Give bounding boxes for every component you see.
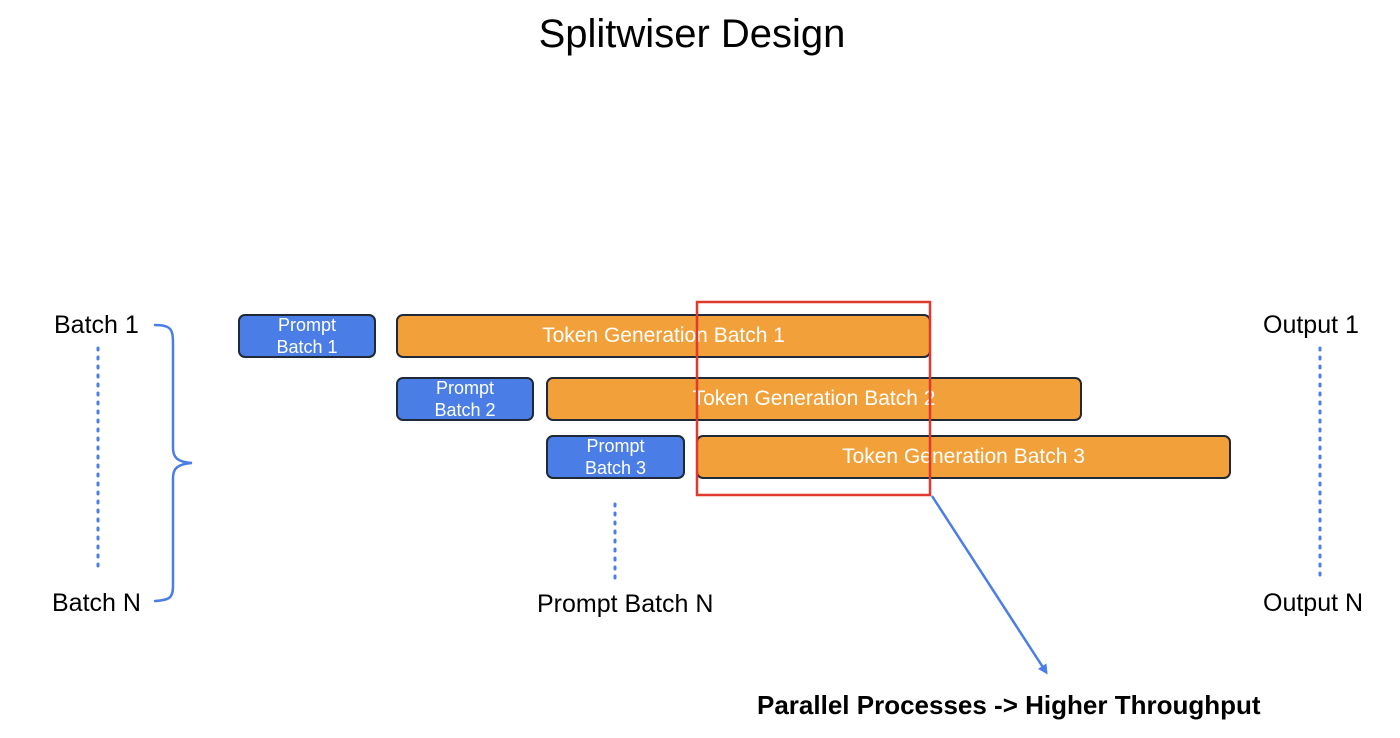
prompt-batch-1-line1: Prompt	[277, 315, 337, 335]
token-generation-batch-3-label: Token Generation Batch 3	[842, 445, 1085, 468]
label-output-1: Output 1	[1263, 311, 1359, 339]
token-generation-batch-1-label: Token Generation Batch 1	[542, 324, 785, 347]
label-output-n: Output N	[1263, 589, 1364, 617]
token-generation-batch-2-label: Token Generation Batch 2	[692, 387, 936, 410]
token-generation-batch-1-box: Token Generation Batch 1	[396, 314, 931, 358]
diagram-title: Splitwiser Design	[538, 12, 846, 56]
prompt-batch-2-box: Prompt Batch 2	[396, 377, 534, 421]
label-batch-1: Batch 1	[54, 311, 139, 339]
token-generation-batch-2-box: Token Generation Batch 2	[546, 377, 1082, 421]
prompt-batch-3-box: Prompt Batch 3	[546, 435, 685, 479]
batch-brace	[153, 323, 193, 603]
prompt-batch-1-line2: Batch 1	[276, 337, 338, 357]
label-batch-n: Batch N	[52, 589, 141, 617]
prompt-batch-2-line1: Prompt	[435, 378, 495, 398]
label-prompt-batch-n: Prompt Batch N	[537, 590, 714, 618]
prompt-batch-2-line2: Batch 2	[434, 400, 496, 420]
token-generation-batch-3-box: Token Generation Batch 3	[696, 435, 1231, 479]
callout-text: Parallel Processes -> Higher Throughput	[757, 690, 1261, 720]
prompt-batch-3-line2: Batch 3	[584, 458, 647, 478]
callout-arrow	[930, 495, 1048, 675]
prompt-batch-3-line1: Prompt	[586, 436, 645, 456]
prompt-batch-1-box: Prompt Batch 1	[238, 314, 376, 358]
